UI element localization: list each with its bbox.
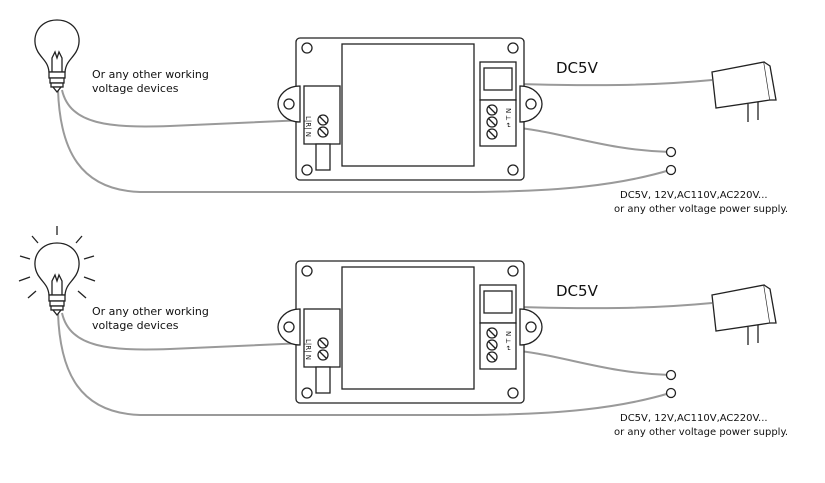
terminal-ring-icon [665,369,677,381]
device-label-line2: voltage devices [92,82,179,95]
relay-module-icon [277,260,543,404]
panel-2: Or any other working voltage devices [18,226,788,438]
terminal-in-label: N ⟂ ↵ [504,331,512,351]
terminal-ring-icon [665,146,677,158]
terminal-ring-icon [665,387,677,399]
supply-label-line1: DC5V, 12V,AC110V,AC220V... [620,413,768,424]
wire-dc-to-adapter [517,302,713,310]
device-label-line1: Or any other working [92,68,209,81]
dc-label: DC5V [556,282,599,300]
wire-bulb-to-supply [57,89,671,193]
supply-label-line2: or any other voltage power supply. [614,204,788,215]
supply-label-line1: DC5V, 12V,AC110V,AC220V... [620,190,768,201]
power-adapter-icon [711,61,777,122]
dc-label: DC5V [556,59,599,77]
wire-bulb-to-supply [57,312,671,416]
device-label-line1: Or any other working [92,305,209,318]
relay-module-icon [277,37,543,181]
light-bulb-icon [18,226,96,317]
glow-rays [18,226,96,299]
terminal-out-label: L|R| N [304,339,312,360]
power-adapter-icon [711,284,777,345]
wire-dc-to-adapter [517,79,713,87]
light-bulb-icon [34,19,80,94]
panel-1: Or any other working voltage devices [34,19,788,215]
wire-relay-to-supply [499,348,671,376]
wire-bulb-to-relay [61,312,306,351]
supply-label-line2: or any other voltage power supply. [614,427,788,438]
terminal-in-label: N ⟂ ↵ [504,108,512,128]
terminal-ring-icon [665,164,677,176]
wire-bulb-to-relay [61,89,306,128]
terminal-out-label: L|R| N [304,116,312,137]
device-label-line2: voltage devices [92,319,179,332]
wire-relay-to-supply [499,125,671,153]
